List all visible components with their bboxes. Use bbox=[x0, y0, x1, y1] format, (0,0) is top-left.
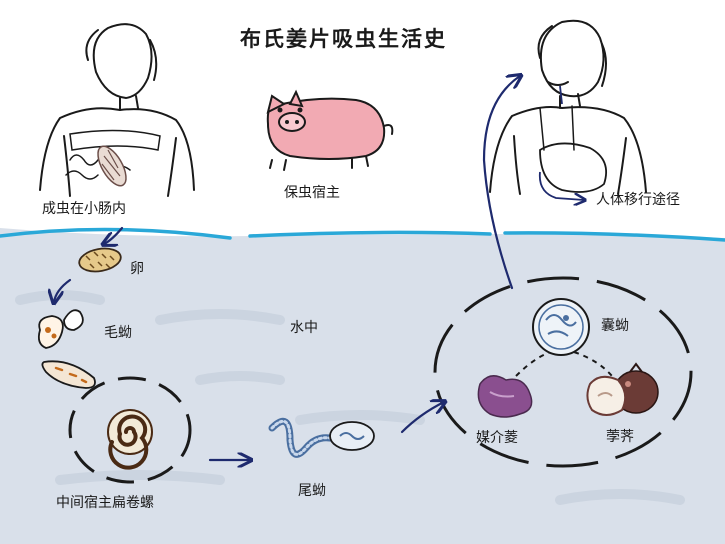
diagram-title: 布氏姜片吸虫生活史 bbox=[240, 27, 447, 51]
human-figure-right bbox=[489, 19, 647, 195]
label-metacercaria: 囊蚴 bbox=[601, 318, 629, 334]
label-snail-host: 中间宿主扁卷螺 bbox=[56, 495, 154, 511]
cercaria-icon bbox=[268, 417, 375, 458]
migration-path bbox=[538, 85, 584, 200]
plant-boundary bbox=[433, 276, 693, 468]
label-adult: 成虫在小肠内 bbox=[42, 201, 126, 217]
vector-plant-icon bbox=[477, 375, 533, 418]
label-water: 水中 bbox=[290, 320, 318, 336]
arrow-adult-to-egg bbox=[104, 226, 124, 244]
water-surface-line bbox=[0, 227, 725, 242]
metacercaria-icon bbox=[532, 298, 590, 356]
label-reservoir-host: 保虫宿主 bbox=[284, 185, 340, 201]
sporocyst-icon bbox=[41, 360, 96, 389]
label-miracidium: 毛蚴 bbox=[104, 325, 132, 341]
plant-link-lines bbox=[515, 349, 613, 377]
cycle-arrows bbox=[54, 76, 520, 460]
label-cercaria: 尾蚴 bbox=[298, 483, 326, 499]
human-figure-left bbox=[39, 23, 195, 197]
label-egg: 卵 bbox=[130, 261, 144, 277]
egg-icon bbox=[78, 247, 122, 273]
arrow-plant-to-human bbox=[482, 76, 520, 290]
water-chestnut-icon bbox=[586, 362, 659, 416]
arrow-cercaria-to-plant bbox=[400, 402, 444, 434]
arrow-egg-to-miracidium bbox=[54, 278, 72, 302]
label-water-chestnut: 荸荠 bbox=[606, 429, 634, 445]
adult-fluke-icon bbox=[97, 145, 127, 187]
miracidium-icon bbox=[37, 309, 84, 349]
label-human-route: 人体移行途径 bbox=[596, 192, 680, 208]
label-vector-plant: 媒介菱 bbox=[476, 430, 518, 446]
snail-icon bbox=[107, 409, 153, 470]
pig-icon bbox=[266, 89, 394, 171]
snail-host-boundary bbox=[68, 376, 192, 484]
